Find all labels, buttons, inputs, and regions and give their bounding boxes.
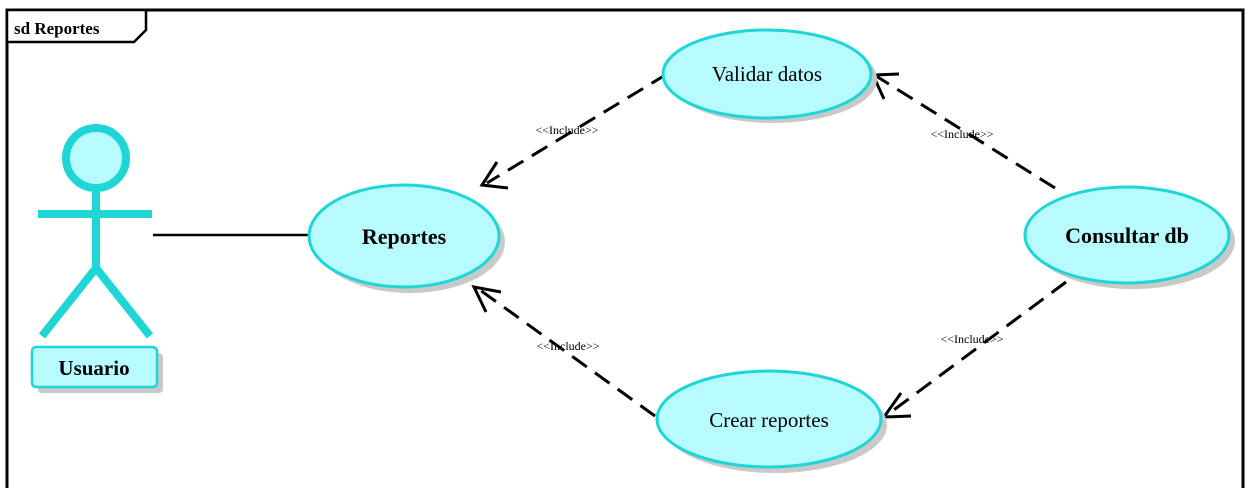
arrowhead-reportes-bottom (471, 284, 502, 313)
include-label: <<Include>> (536, 339, 599, 353)
arrowhead-crear (881, 392, 912, 419)
use-case-ellipse (661, 28, 873, 120)
frame-title: sd Reportes (14, 19, 100, 38)
arrowhead-reportes-top (479, 161, 509, 190)
use-case-reportes[interactable]: Reportes (307, 183, 505, 293)
use-case-ellipse (307, 183, 501, 289)
actor-usuario[interactable]: Usuario (30, 124, 163, 393)
include-line-consultar-validar (875, 74, 1056, 190)
include-line-crear-reportes (479, 288, 656, 418)
use-case-validar-datos[interactable]: Validar datos (661, 28, 877, 123)
use-case-label: Reportes (362, 224, 447, 249)
actor-right-leg (92, 265, 154, 339)
frame-title-tab (5, 8, 148, 44)
use-case-crear-reportes[interactable]: Crear reportes (655, 369, 887, 473)
diagram-frame (5, 8, 1245, 488)
use-case-label: Validar datos (712, 62, 822, 86)
use-case-label: Crear reportes (709, 408, 829, 432)
include-label: <<Include>> (940, 332, 1003, 346)
actor-head-icon (62, 124, 130, 192)
include-label: <<Include>> (930, 127, 993, 141)
use-case-label: Consultar db (1065, 223, 1189, 248)
include-line-validar-reportes (486, 72, 668, 185)
actor-label-box (30, 345, 159, 389)
include-label: <<Include>> (535, 123, 598, 137)
use-case-consultar-db[interactable]: Consultar db (1023, 185, 1235, 289)
use-case-ellipse (655, 369, 883, 469)
use-case-ellipse (1023, 185, 1231, 285)
include-line-consultar-crear (886, 280, 1067, 417)
actor-name: Usuario (58, 356, 129, 380)
actor-left-leg (38, 265, 100, 339)
